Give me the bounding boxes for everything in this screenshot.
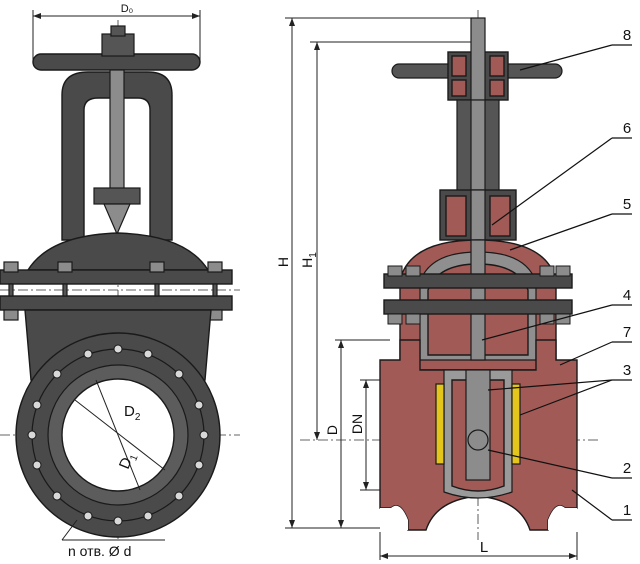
flange-holes xyxy=(27,344,209,526)
d2-leader xyxy=(74,399,166,471)
stem-coupling xyxy=(93,187,141,205)
callout-2: 2 xyxy=(623,460,631,477)
bonnet-flange xyxy=(0,269,233,285)
d2-label: D2 xyxy=(124,403,141,423)
holes-note: n отв. Ø d xyxy=(68,543,131,559)
seal-ring-left xyxy=(435,383,445,465)
l-label: L xyxy=(480,539,488,556)
callout-5: 5 xyxy=(623,196,631,213)
stem-top xyxy=(110,25,126,37)
callout-6: 6 xyxy=(623,120,631,137)
body-flange xyxy=(0,295,233,311)
section-body-flange xyxy=(383,299,573,315)
section-bonnet-flange xyxy=(383,273,573,289)
d-label: D xyxy=(324,425,340,435)
callout-7: 7 xyxy=(623,324,631,341)
callout-3: 3 xyxy=(623,362,631,379)
holes-leader xyxy=(61,519,78,541)
handwheel-dim-label: D₀ xyxy=(121,3,134,15)
callout-leaders xyxy=(481,44,632,521)
arrow-right xyxy=(192,13,200,19)
stem-nut xyxy=(101,33,135,57)
gland xyxy=(103,203,131,236)
d1-label: D1 xyxy=(116,450,141,473)
d1-leader xyxy=(95,379,141,491)
stem xyxy=(109,69,125,191)
callout-4: 4 xyxy=(623,287,631,304)
h1-label: H1 xyxy=(299,252,319,268)
callout-1: 1 xyxy=(623,502,631,519)
side-view: D₀ xyxy=(0,3,240,559)
arrow-left xyxy=(33,13,41,19)
bonnet xyxy=(26,232,210,271)
h-label: H xyxy=(275,257,291,267)
section-view: H H1 D DN L xyxy=(275,10,632,560)
dn-label: DN xyxy=(349,414,365,434)
seal-ring-right xyxy=(511,383,521,465)
callout-8: 8 xyxy=(623,27,631,44)
